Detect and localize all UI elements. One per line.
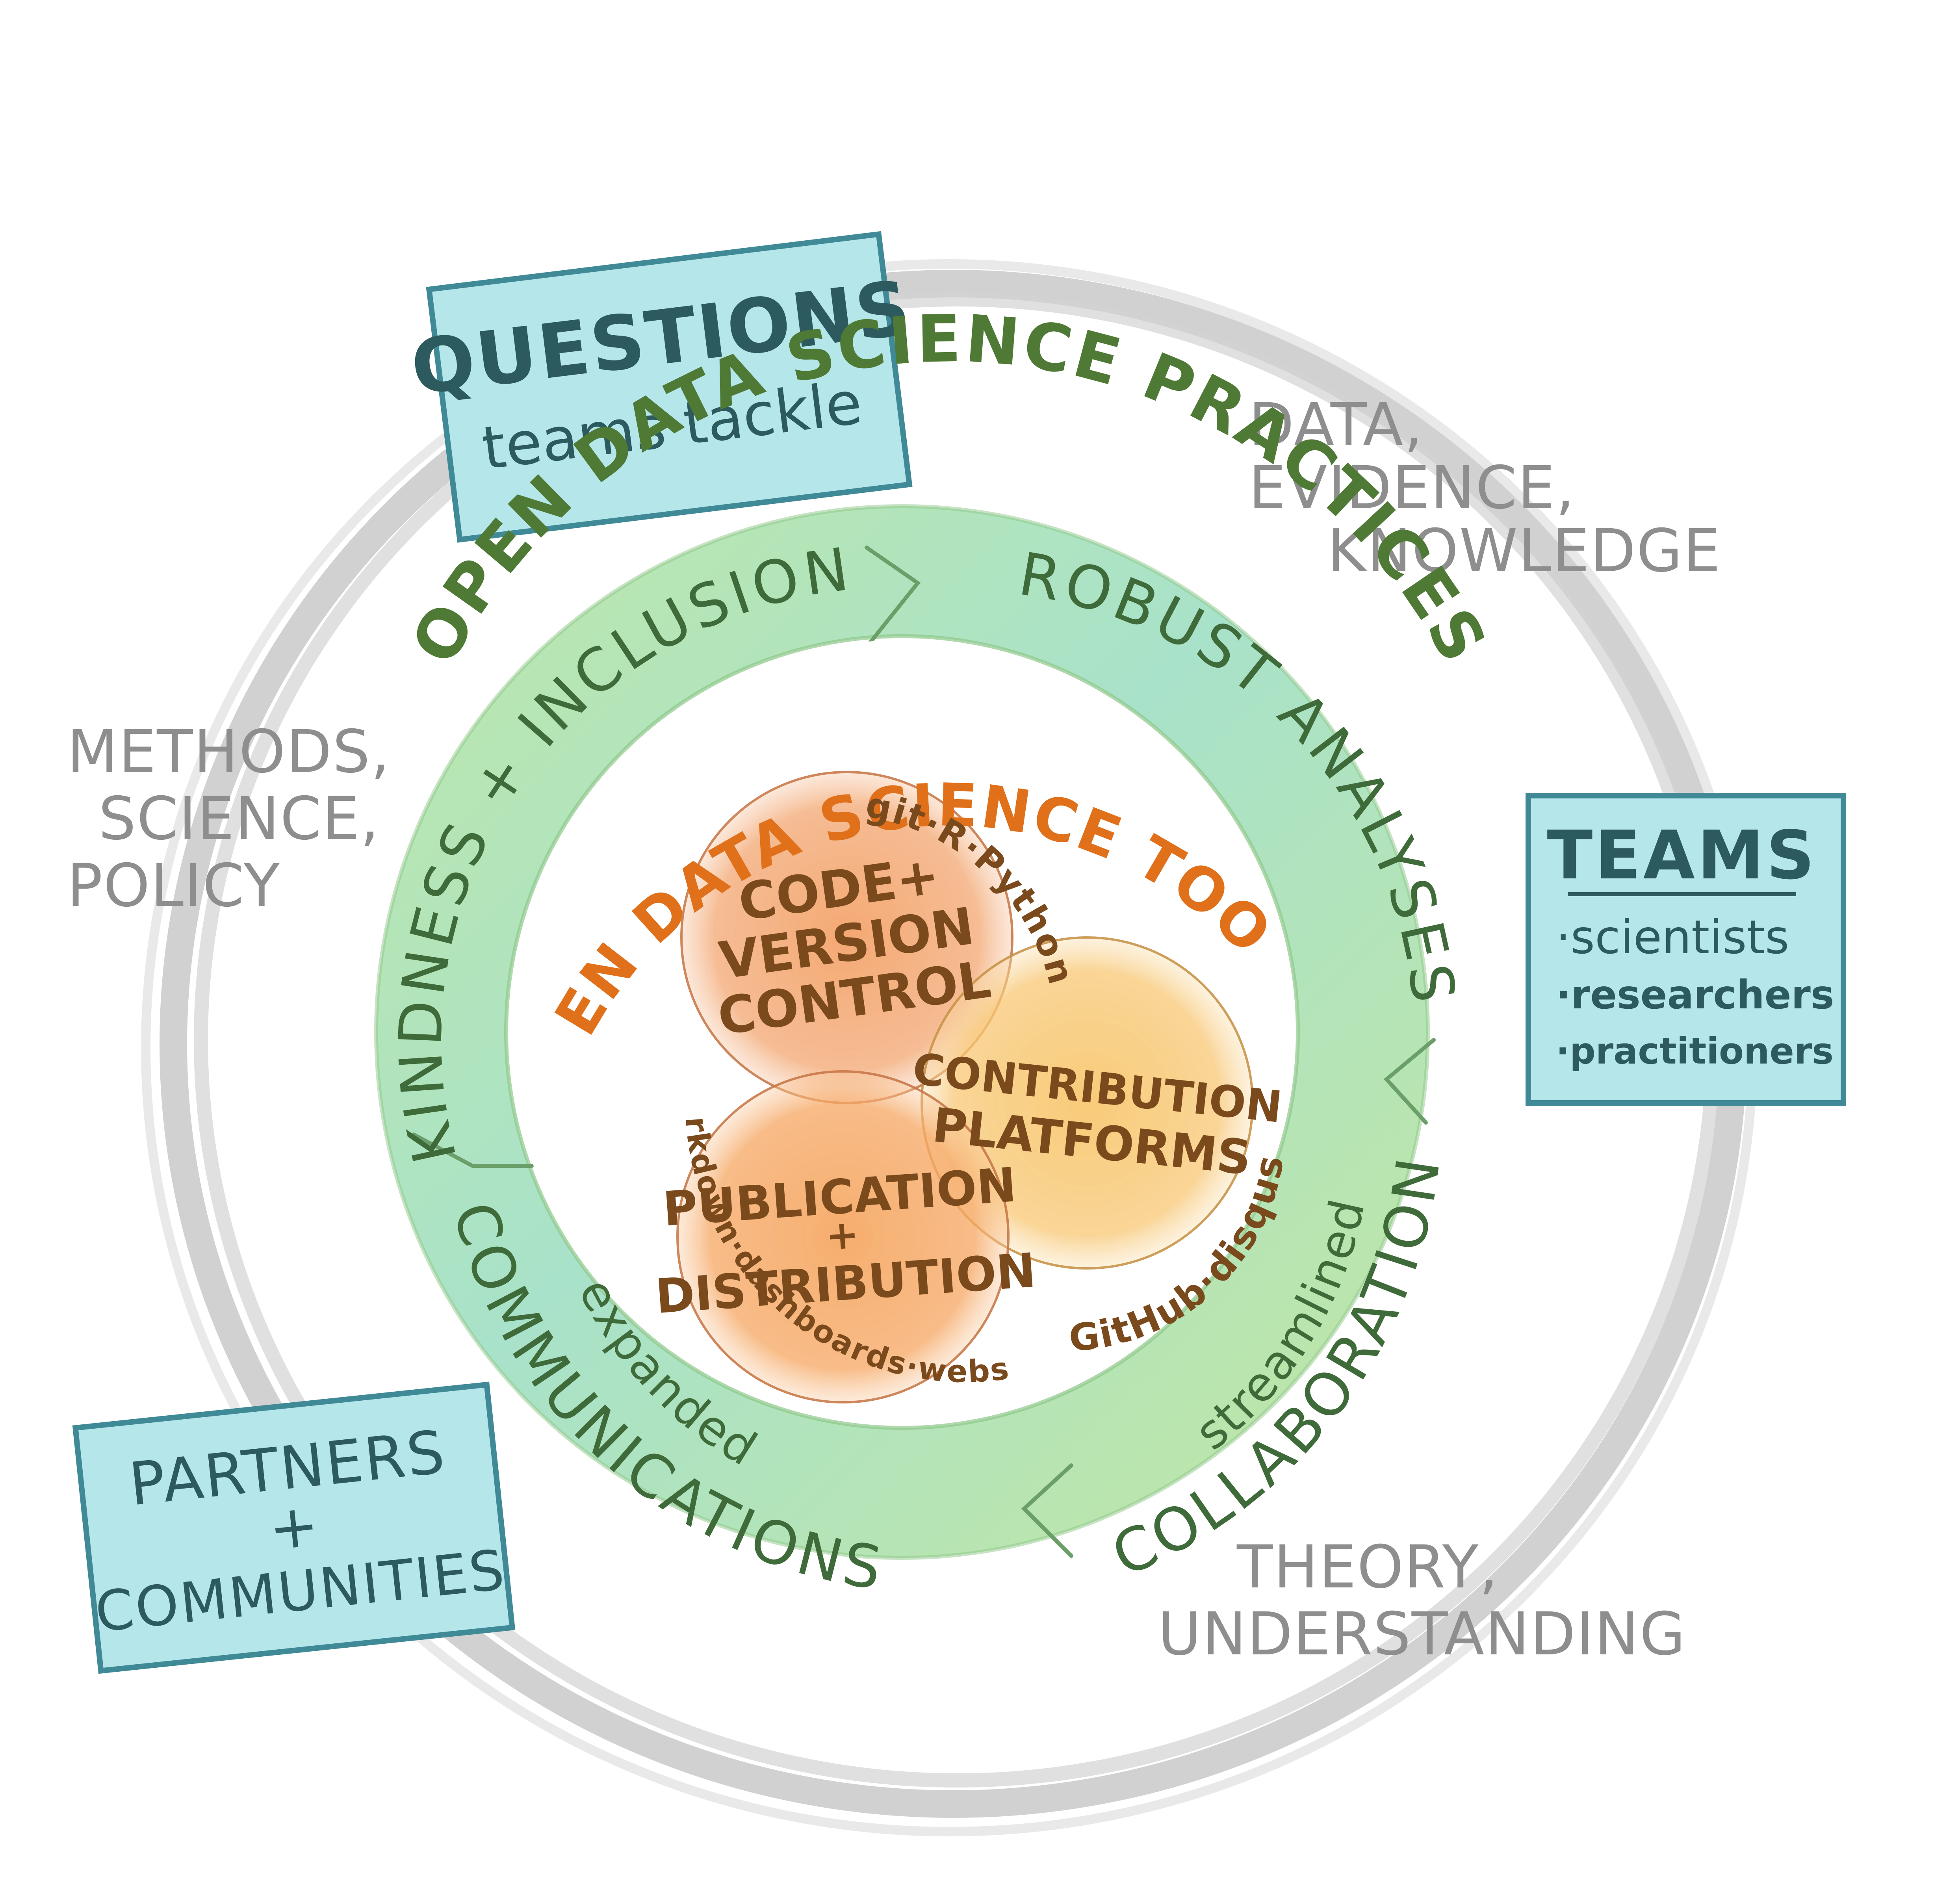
circle-publication [676, 1070, 1010, 1403]
label-methods-line: METHODS, [67, 718, 390, 786]
label-data: DATA, EVIDENCE, KNOWLEDGE [1249, 391, 1721, 585]
teams-title: TEAMS [1547, 817, 1817, 895]
publication-label-line: + [824, 1211, 860, 1259]
ring-arrow-left [412, 1132, 534, 1168]
label-methods-line: SCIENCE, [98, 785, 380, 853]
partners-line2: + [265, 1491, 322, 1564]
ring-arrow-right [1383, 1038, 1436, 1125]
questions-box: QUESTIONS teams tackle [406, 231, 916, 543]
venn-circles [676, 771, 1254, 1403]
ring-arrow-bottom [1021, 1463, 1073, 1558]
teams-item: ·researchers [1556, 972, 1834, 1018]
label-data-line: EVIDENCE, [1249, 454, 1575, 522]
ring-arrow-top [865, 546, 921, 644]
teams-box: TEAMS ·scientists ·researchers ·practiti… [1526, 793, 1846, 1106]
label-theory-line: THEORY, [1236, 1533, 1499, 1602]
label-data-line: DATA, [1249, 391, 1424, 459]
practices-ring [374, 504, 1436, 1560]
teams-item: ·scientists [1556, 910, 1789, 964]
label-methods: METHODS, SCIENCE, POLICY [67, 718, 390, 920]
teams-item: ·practitioners [1556, 1030, 1834, 1072]
label-theory-line: UNDERSTANDING [1158, 1600, 1686, 1669]
label-methods-line: POLICY [67, 852, 280, 920]
label-data-line: KNOWLEDGE [1327, 517, 1721, 585]
partners-box: PARTNERS + COMMUNITIES [72, 1381, 516, 1674]
label-theory: THEORY, UNDERSTANDING [1158, 1533, 1686, 1669]
